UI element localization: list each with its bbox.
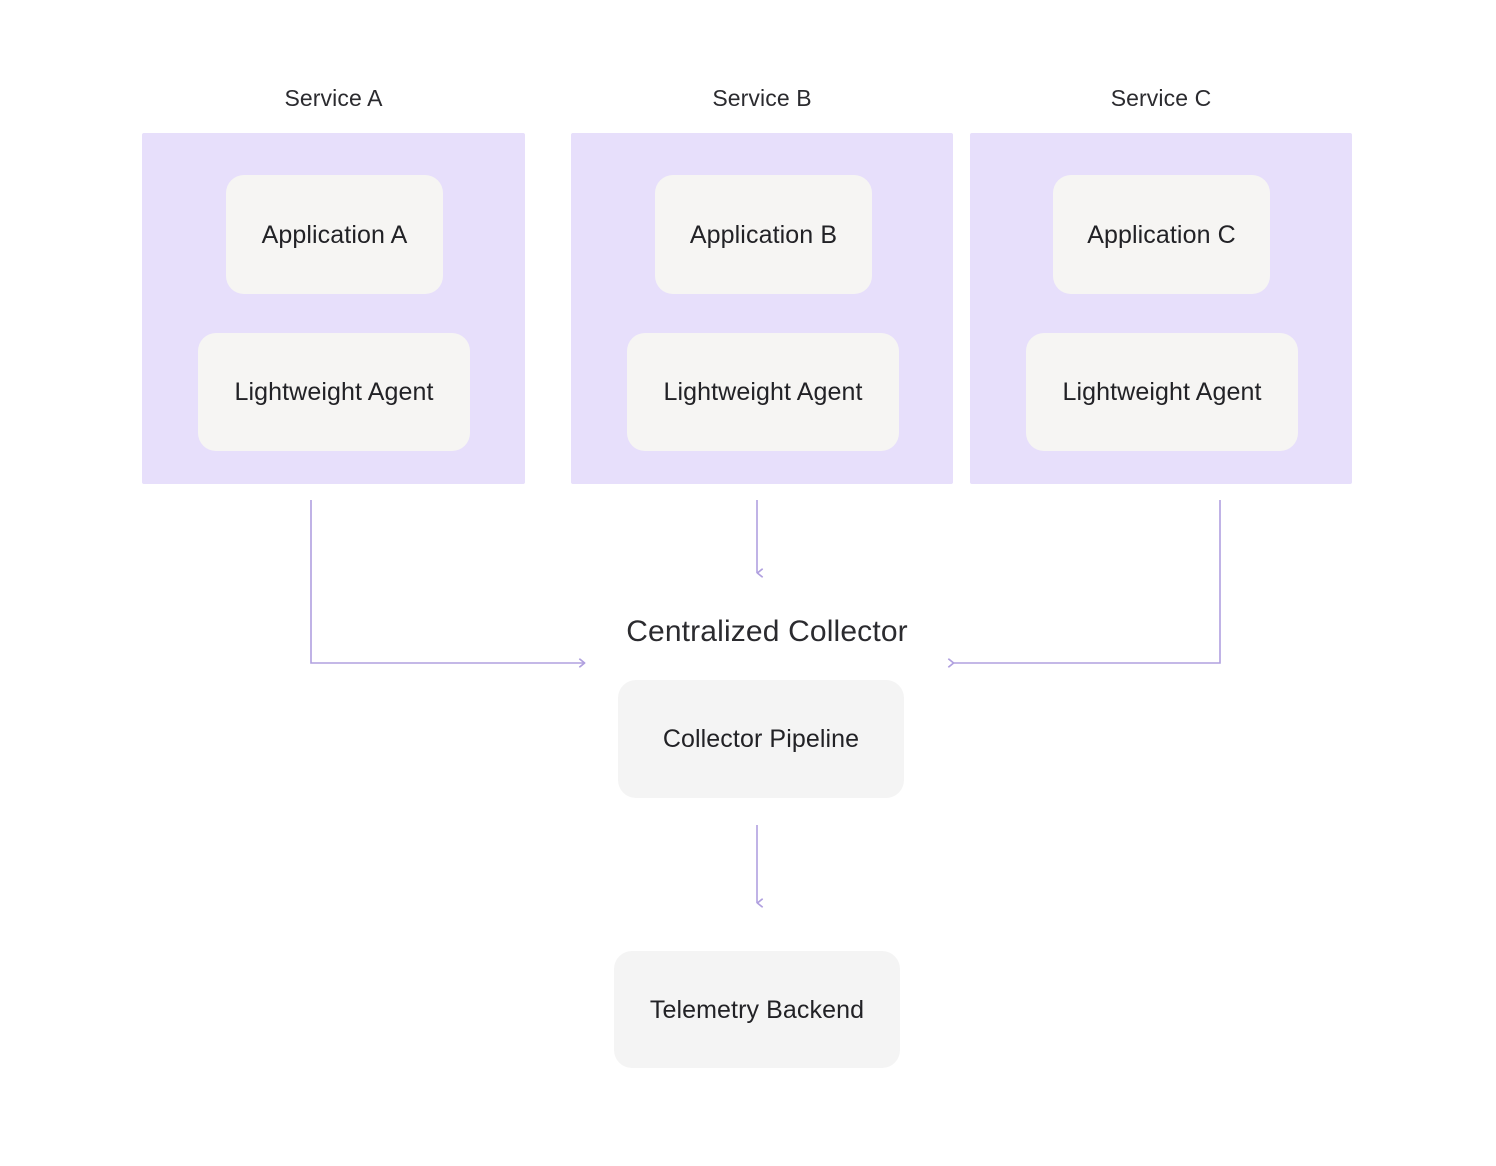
node-application-b[interactable]: Application B <box>655 175 872 294</box>
node-application-a[interactable]: Application A <box>226 175 443 294</box>
node-application-a-label: Application A <box>261 220 408 249</box>
node-telemetry-backend-label: Telemetry Backend <box>649 995 865 1024</box>
node-application-c-label: Application C <box>1087 220 1236 249</box>
node-telemetry-backend[interactable]: Telemetry Backend <box>614 951 900 1068</box>
node-agent-c[interactable]: Lightweight Agent <box>1026 333 1298 451</box>
service-title-a: Service A <box>284 85 383 111</box>
service-title-b: Service B <box>712 85 812 111</box>
node-collector-pipeline[interactable]: Collector Pipeline <box>618 680 904 798</box>
centralized-collector-heading: Centralized Collector <box>626 615 908 648</box>
node-agent-b[interactable]: Lightweight Agent <box>627 333 899 451</box>
service-title-c: Service C <box>1110 85 1212 111</box>
node-agent-b-label: Lightweight Agent <box>663 378 863 406</box>
node-agent-c-label: Lightweight Agent <box>1062 378 1262 406</box>
node-agent-a-label: Lightweight Agent <box>234 378 434 406</box>
node-agent-a[interactable]: Lightweight Agent <box>198 333 470 451</box>
node-application-b-label: Application B <box>689 220 838 249</box>
node-collector-pipeline-label: Collector Pipeline <box>662 725 860 753</box>
node-application-c[interactable]: Application C <box>1053 175 1270 294</box>
